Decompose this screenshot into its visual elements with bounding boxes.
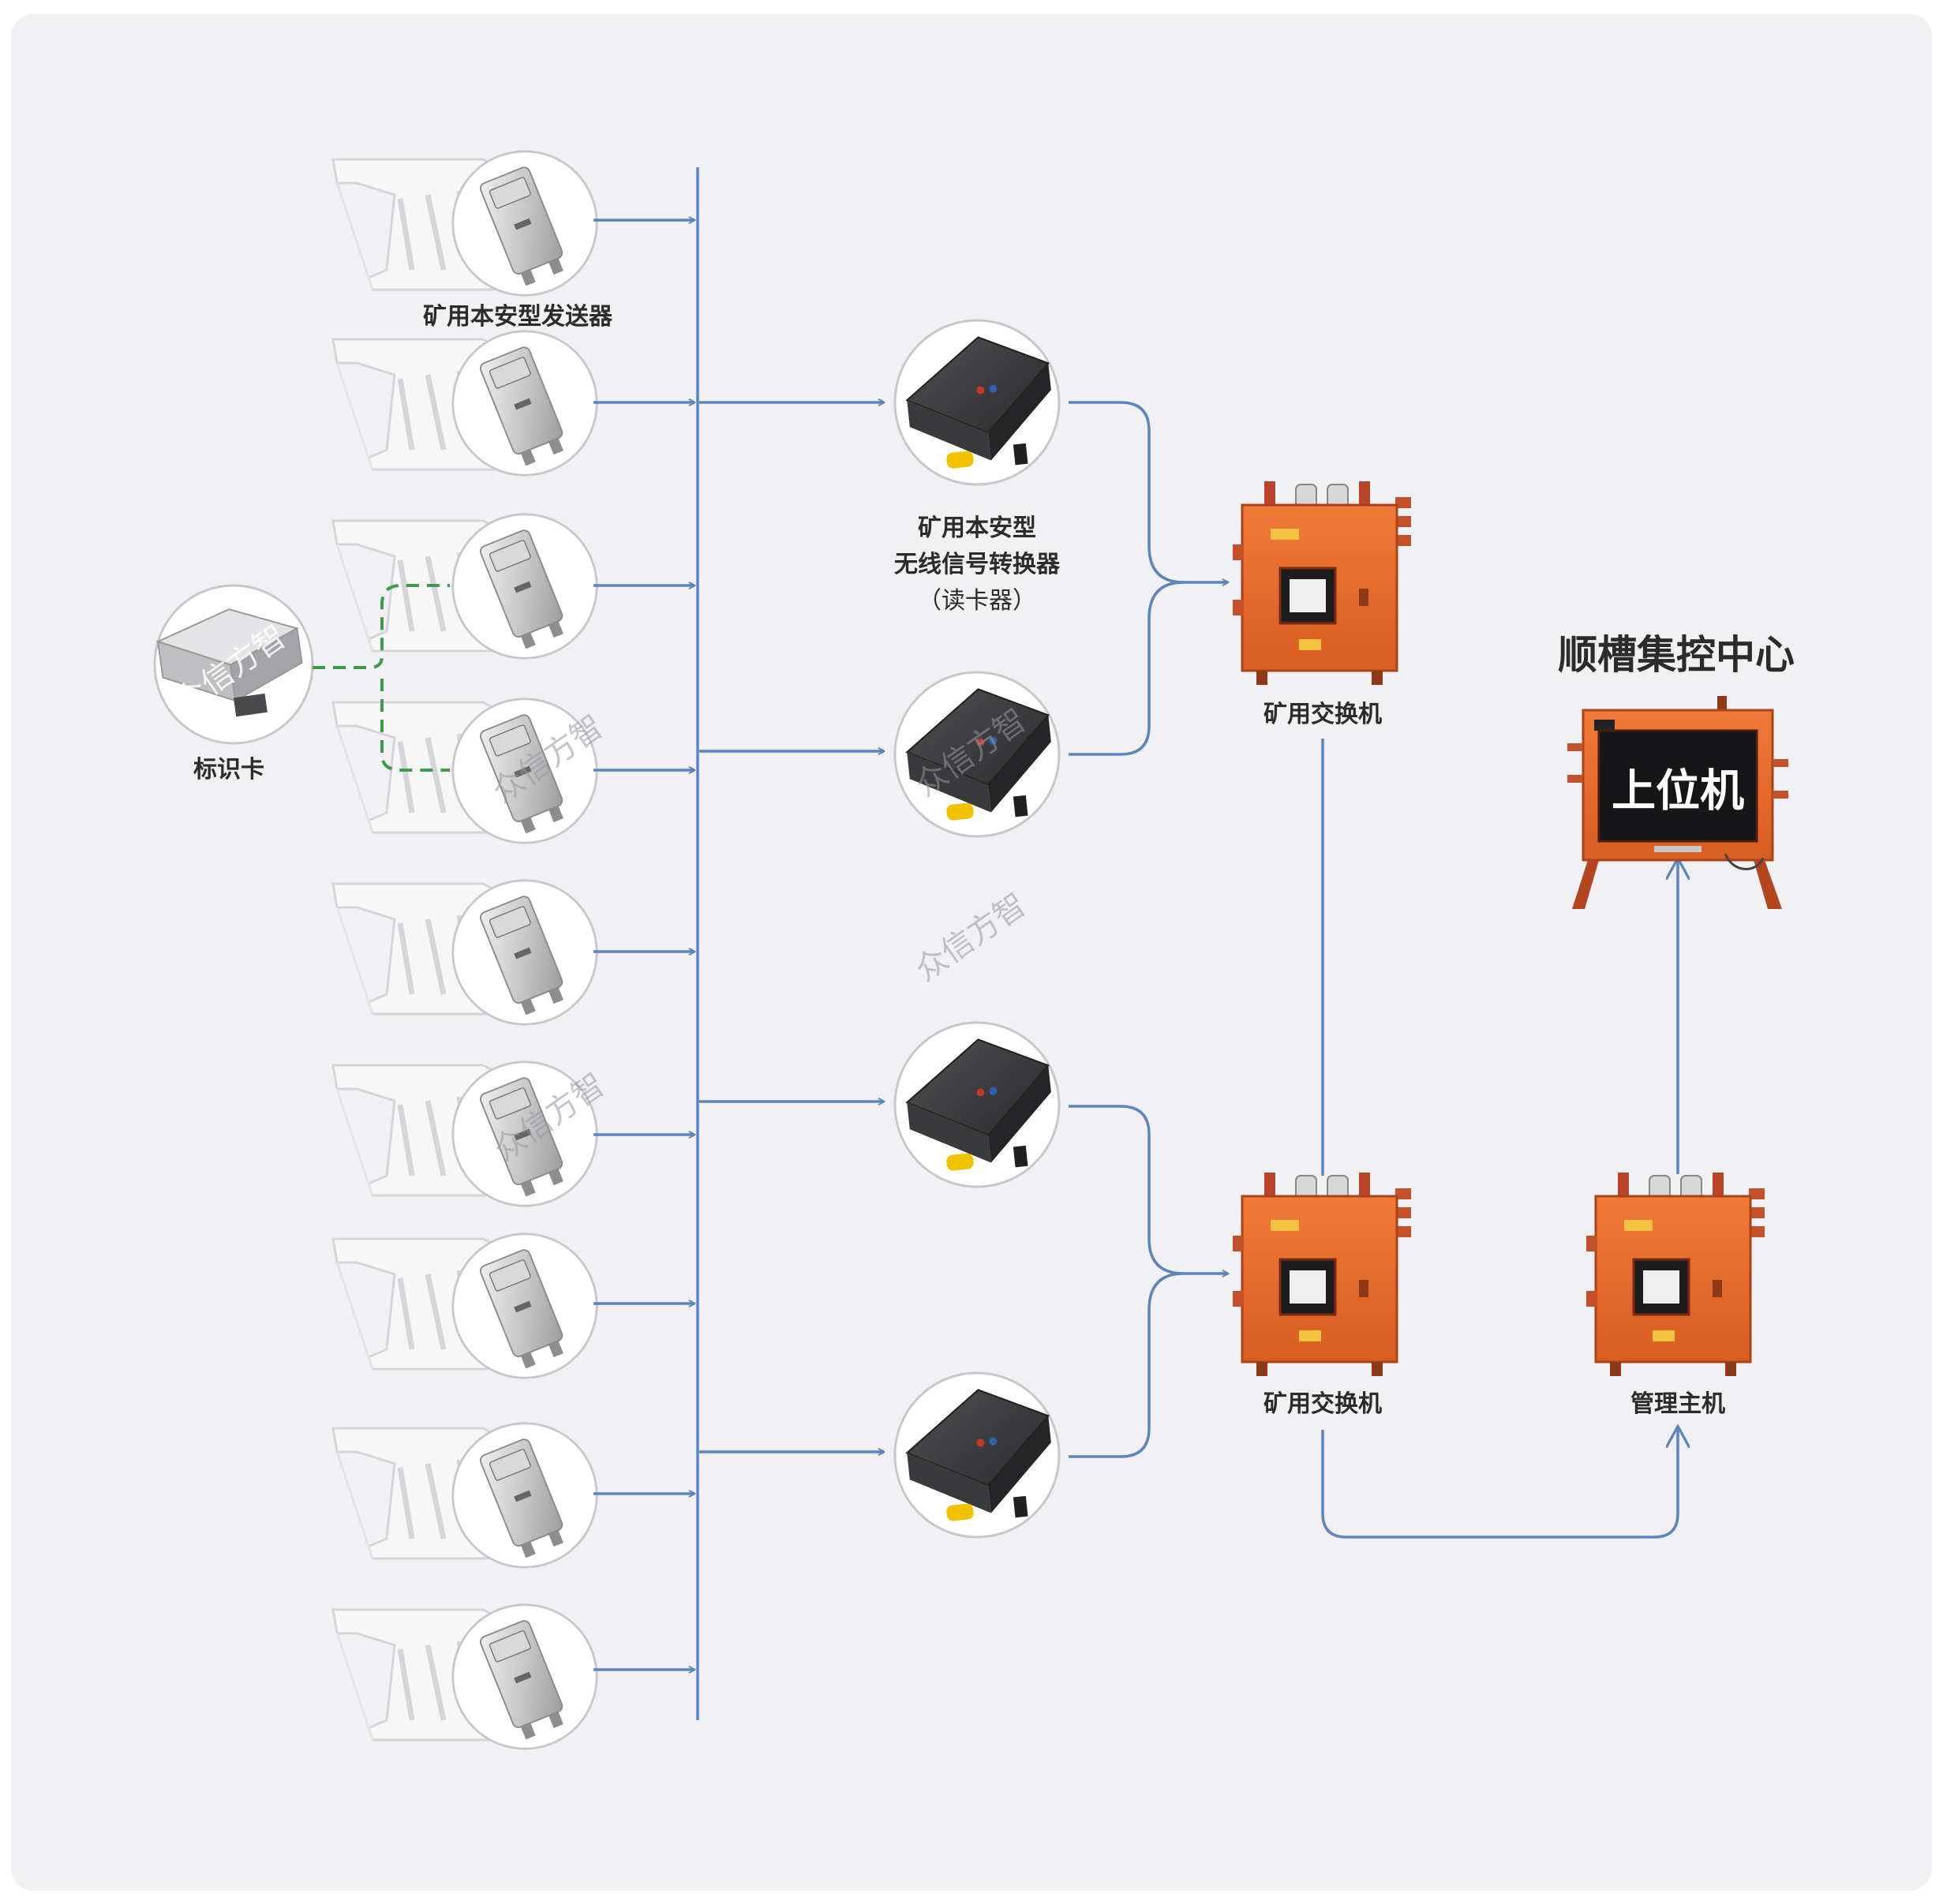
transmitter-unit-7 [333,1233,598,1379]
management-host-label: 管理主机 [1630,1390,1725,1418]
wireless-links [313,584,450,772]
switch-top-label: 矿用交换机 [1264,701,1382,728]
transmitter-unit-5 [333,879,598,1026]
id-card-label: 标识卡 [193,756,264,784]
transmitter-unit-3 [333,513,598,660]
switch-to-host-line [1321,1428,1678,1539]
converter-to-switch-lines [1069,401,1228,1458]
converter-label-line1: 矿用本安型 [918,514,1036,542]
transmitter-unit-9 [333,1603,598,1750]
transmitter-unit-2 [333,330,598,477]
converter-label-line3: （读卡器） [918,587,1036,615]
management-host-device [1586,1173,1766,1378]
upper-computer-screen-label: 上位机 [1612,765,1744,817]
converter-label-line2: 无线信号转换器 [894,551,1060,578]
converter-label: 矿用本安型 无线信号转换器 （读卡器） [894,511,1060,619]
transmitter-unit-8 [333,1422,598,1569]
transmitter-unit-1 [333,150,598,297]
switch-bottom-label: 矿用交换机 [1264,1390,1382,1418]
control-center-title: 顺槽集控中心 [1558,632,1795,678]
transmitter-arrows [593,220,694,1670]
transmitter-label: 矿用本安型发送器 [423,303,612,331]
id-card-device [153,584,314,745]
bus-to-converter-arrows [699,402,884,1452]
transmitter-column [333,150,598,1750]
